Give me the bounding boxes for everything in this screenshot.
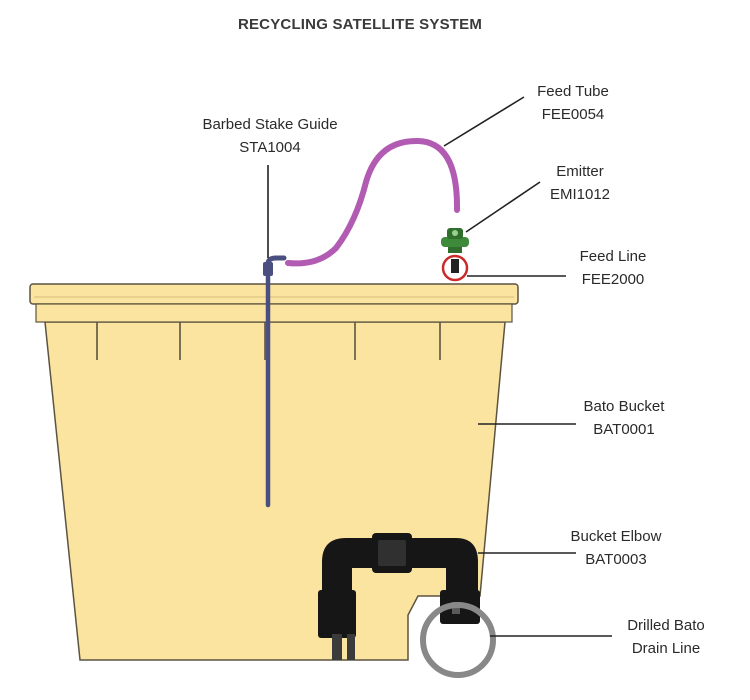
diagram-title: RECYCLING SATELLITE SYSTEM [237,16,483,33]
feed-line-name: Feed Line [579,248,647,265]
label-drain-line: Drilled Bato Drain Line [598,614,734,660]
bucket-code: BAT0001 [593,421,655,438]
feed-tube-code: FEE0054 [541,106,605,123]
bucket-ribs [96,322,441,360]
emitter-name: Emitter [556,163,604,180]
label-feed-line: Feed Line FEE2000 [548,245,678,291]
bato-bucket-body [44,321,506,661]
bato-bucket-rim-lower [35,303,513,323]
stake-guide-code: STA1004 [239,139,301,156]
leader-feed-tube [443,96,525,147]
label-stake-guide: Barbed Stake Guide STA1004 [170,113,370,159]
label-bucket: Bato Bucket BAT0001 [556,395,692,441]
elbow-name: Bucket Elbow [570,528,662,545]
stake-guide-name: Barbed Stake Guide [202,116,338,133]
feed-tube [285,137,461,267]
leader-lines [267,96,612,637]
feed-tube-name: Feed Tube [537,83,609,100]
label-feed-tube: Feed Tube FEE0054 [508,80,638,126]
bato-bucket-rim [29,283,519,305]
drain-line-name: Drilled Bato [627,617,705,634]
drain-line-ring [420,602,496,678]
bucket-name: Bato Bucket [583,398,665,415]
label-emitter: Emitter EMI1012 [515,160,645,206]
feed-line [441,254,469,282]
emitter [441,228,469,253]
drain-line-code: Drain Line [631,640,701,657]
leader-emitter [465,181,541,233]
elbow-code: BAT0003 [585,551,647,568]
emitter-code: EMI1012 [549,186,611,203]
barbed-stake-guide [263,255,287,508]
label-elbow: Bucket Elbow BAT0003 [546,525,686,571]
feed-line-code: FEE2000 [581,271,645,288]
